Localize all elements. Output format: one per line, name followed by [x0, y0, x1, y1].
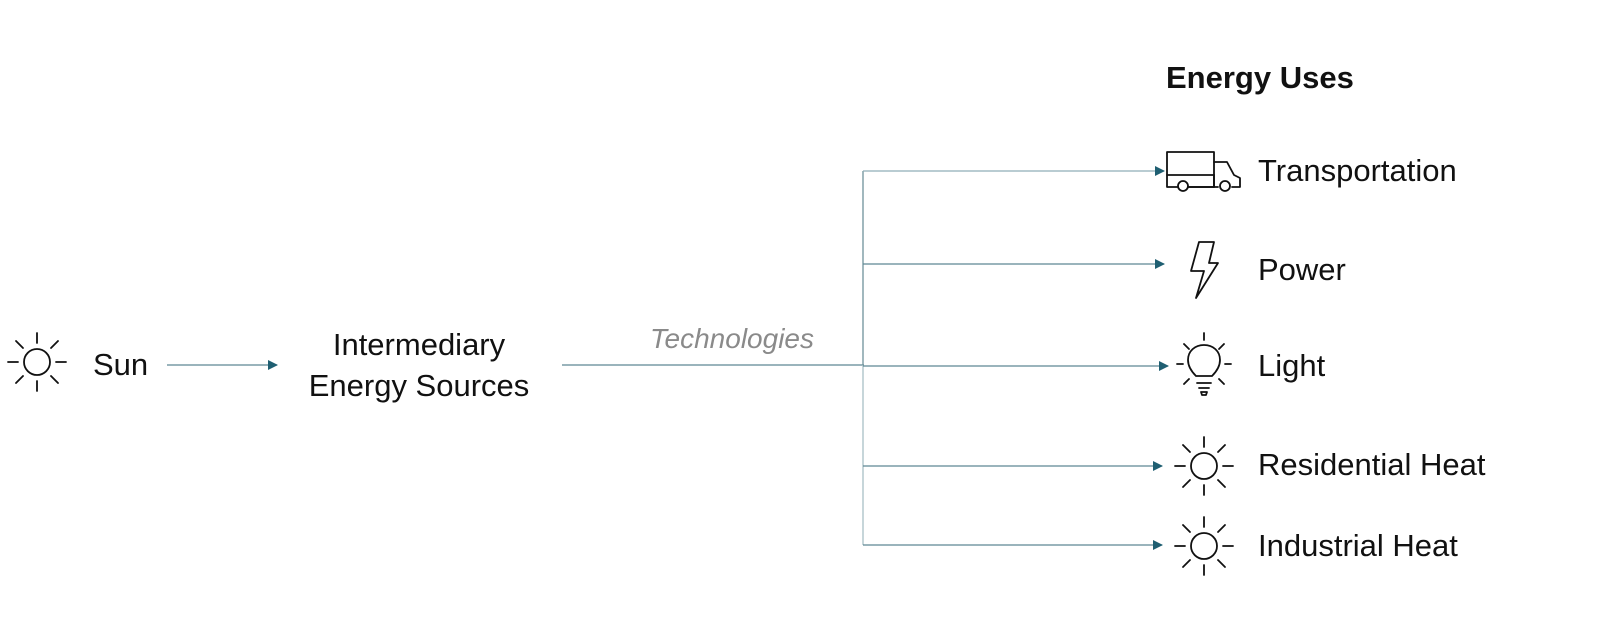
truck-icon — [1166, 151, 1241, 192]
intermediary-line-2: Energy Sources — [308, 368, 530, 403]
intermediary-energy-sources-label: Intermediary Energy Sources — [300, 327, 538, 404]
lightbulb-icon — [1176, 332, 1232, 396]
use-label-residential-heat: Residential Heat — [1258, 447, 1486, 482]
energy-uses-heading: Energy Uses — [1166, 60, 1354, 95]
technologies-connector-label: Technologies — [650, 323, 814, 354]
use-label-light: Light — [1258, 348, 1326, 383]
use-label-transportation: Transportation — [1258, 153, 1457, 188]
sun-icon — [7, 332, 67, 392]
use-label-power: Power — [1258, 252, 1346, 287]
use-label-industrial-heat: Industrial Heat — [1258, 528, 1458, 563]
intermediary-line-1: Intermediary — [332, 327, 506, 362]
lightning-bolt-icon — [1190, 241, 1219, 299]
sun-icon — [1174, 516, 1234, 576]
sun-icon — [1174, 436, 1234, 496]
source-label-sun: Sun — [93, 347, 149, 382]
